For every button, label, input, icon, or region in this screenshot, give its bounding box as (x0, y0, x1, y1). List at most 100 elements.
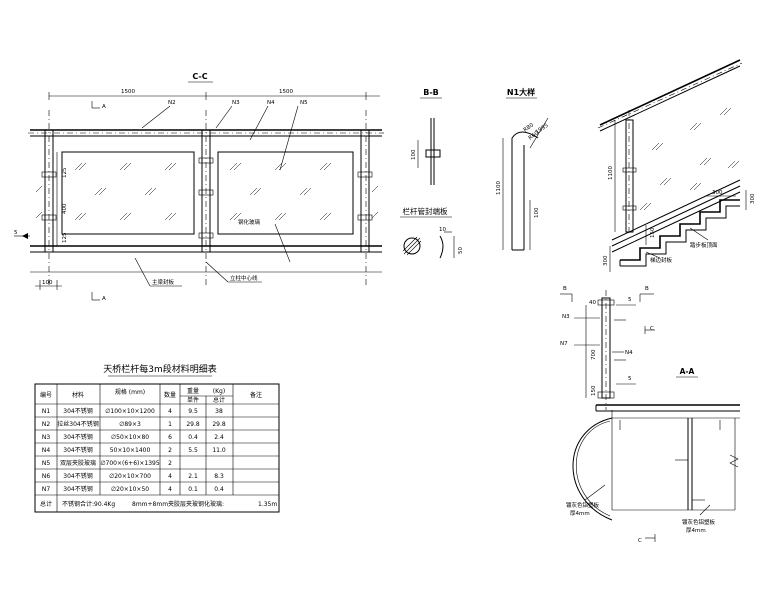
bb-title: B-B (423, 88, 439, 97)
bb-dim: 100 (411, 149, 417, 160)
cc-dim-right: 1500 (279, 89, 293, 95)
table-total-row: 总计 不锈钢合计:90.4Kg 8mm+8mm夹胶层夹玻钢化玻璃: 1.35m (40, 495, 277, 512)
table-cell: 8mm+8mm夹胶层夹玻钢化玻璃: (132, 500, 224, 508)
aa-section: B B 40 700 150 N3 N7 N4 5 5 C A-A (560, 286, 740, 544)
glass-panel-left (61, 151, 195, 235)
table-cell: 0.1 (188, 486, 198, 493)
table-cell: 304不锈钢 (63, 485, 92, 493)
table-row: N5 双层夹胶玻璃 ∅700×(6+6)×1395 2 (42, 459, 172, 467)
cc-dim-h2: 400 (62, 203, 68, 214)
table-cell: 304不锈钢 (63, 446, 92, 454)
table-cell: N1 (42, 408, 50, 415)
aa-mark-5a: 5 (628, 297, 632, 303)
end-plate-title: 栏杆管封端板 (403, 206, 448, 216)
table-cell: 0.4 (188, 434, 198, 441)
stair-dim-300: 300 (712, 190, 723, 196)
table-cell: ∅20×10×700 (109, 473, 151, 480)
table-cell: 2 (168, 460, 172, 467)
table-cell: 0.4 (214, 486, 224, 493)
th-single: 单件 (187, 396, 199, 404)
table-cell: 2 (168, 447, 172, 454)
table-cell: N3 (42, 434, 50, 441)
th-remark: 备注 (250, 391, 262, 399)
label-post-center: 立柱中心线 (230, 274, 258, 282)
table-cell: 5.5 (188, 447, 198, 454)
aa-label-clad1b: 厚4mm (570, 510, 590, 517)
table-cell: 不锈钢合计:90.4Kg (62, 500, 115, 508)
material-table: 天桥栏杆每3m段材料明细表 编号 材料 规格 (mm) 数量 重量 (Kg) 备… (34, 363, 280, 513)
table-cell: 4 (168, 486, 172, 493)
aa-mark-5b: 5 (628, 376, 632, 382)
cc-mark-a-top: A (102, 104, 106, 110)
aa-mark-c-bottom: C (638, 538, 642, 544)
aa-mark-b2: B (645, 286, 649, 292)
cc-mark-5: 5 (14, 230, 18, 236)
table-cell: 38 (215, 408, 223, 415)
n1-dim-100: 100 (534, 207, 540, 218)
th-weight-unit: (Kg) (213, 388, 225, 395)
end-plate-dim10: 10 (439, 227, 446, 233)
th-total: 总计 (213, 396, 225, 404)
n1-dim-r: R60 (528, 130, 541, 141)
aa-tag-n4: N4 (625, 350, 633, 356)
table-cell: 11.0 (212, 447, 226, 454)
n1-dim-d1: R80 (523, 122, 536, 133)
label-glass: 钢化玻璃 (238, 218, 261, 226)
table-cell: 50×10×1400 (110, 447, 151, 454)
tag-n4: N4 (267, 100, 275, 106)
tag-n2: N2 (168, 100, 176, 106)
table-cell: 29.8 (186, 421, 200, 428)
stair-steps (620, 199, 740, 261)
aa-dim-150: 150 (591, 385, 597, 396)
aa-dim-40: 40 (589, 300, 596, 306)
stair-dim-left: 300 (603, 255, 609, 266)
table-cell: 9.5 (188, 408, 198, 415)
table-cell: 1.35m (258, 501, 277, 508)
table-cell: 2.1 (188, 473, 198, 480)
cc-title: C-C (192, 72, 207, 81)
aa-cladding-curve (572, 417, 613, 521)
table-cell: ∅50×10×80 (111, 434, 149, 441)
table-cell: N5 (42, 460, 50, 467)
aa-tag-n3: N3 (562, 314, 570, 320)
table-cell: 304不锈钢 (63, 407, 92, 415)
stair-dim-150: 150 (650, 227, 656, 238)
aa-title: A-A (680, 367, 695, 376)
table-row: N1 304不锈钢 ∅100×10×1200 4 9.5 38 (42, 407, 223, 415)
table-cell: 304不锈钢 (63, 433, 92, 441)
th-weight: 重量 (187, 387, 199, 395)
stair-handrail (599, 59, 741, 126)
table-row: N2 拉丝304不锈钢 ∅89×3 1 29.8 29.8 (42, 420, 226, 428)
end-plate-dim50: 50 (458, 247, 464, 254)
th-spec: 规格 (mm) (115, 388, 145, 396)
table-cell: ∅89×3 (119, 421, 141, 428)
table-row: N6 304不锈钢 ∅20×10×700 4 2.1 8.3 (42, 472, 224, 480)
n1-title: N1大样 (507, 87, 535, 97)
table-cell: 1 (168, 421, 172, 428)
cc-mark-a-bottom: A (102, 296, 106, 302)
table-row: N4 304不锈钢 50×10×1400 2 5.5 11.0 (42, 446, 226, 454)
aa-label-clad2b: 厚4mm (686, 527, 706, 534)
th-material: 材料 (72, 391, 84, 399)
table-cell: 8.3 (214, 473, 224, 480)
table-row: N7 304不锈钢 ∅20×10×50 4 0.1 0.4 (42, 485, 224, 493)
table-cell: 6 (168, 434, 172, 441)
table-row: N3 304不锈钢 ∅50×10×80 6 0.4 2.4 (42, 433, 224, 441)
stair-elevation: 1100 300 300 150 300 踏步板顶面 梯边封板 (597, 59, 756, 272)
table-cell: N6 (42, 473, 50, 480)
n1-dim-1100: 1100 (496, 181, 502, 195)
cc-dim-h3: 125 (62, 232, 68, 243)
stair-dim-300b: 300 (750, 193, 756, 204)
table-cell: 304不锈钢 (63, 472, 92, 480)
post-mid (201, 129, 211, 253)
th-no: 编号 (40, 391, 52, 399)
n1-dim-d2: 1995 (535, 122, 550, 135)
aa-mark-b1: B (563, 286, 567, 292)
table-cell: 2.4 (214, 434, 224, 441)
table-cell: 拉丝304不锈钢 (57, 420, 98, 428)
bb-section: B-B 100 (411, 88, 442, 185)
label-tread: 踏步板顶面 (690, 241, 718, 249)
tag-n3: N3 (232, 100, 240, 106)
end-plate-detail: 栏杆管封端板 10 50 (400, 206, 464, 259)
